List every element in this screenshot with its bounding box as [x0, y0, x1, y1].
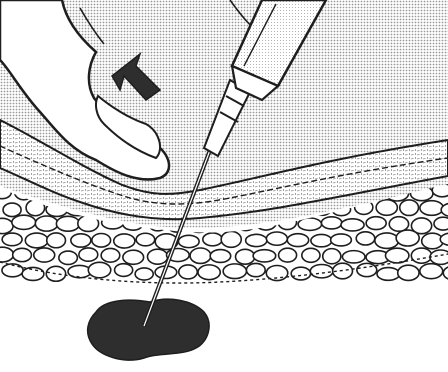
fat-cell	[56, 216, 79, 231]
fat-cell	[287, 234, 308, 247]
fat-cell	[34, 248, 55, 262]
fat-cell	[59, 251, 78, 264]
fat-cell	[136, 233, 155, 246]
fat-cell	[210, 250, 231, 263]
fat-cell	[411, 248, 431, 263]
fat-cell	[115, 264, 133, 277]
fat-cell	[375, 233, 399, 248]
fat-cell	[179, 265, 198, 279]
fat-cell	[92, 233, 111, 247]
fat-cell	[221, 231, 241, 247]
fat-cell	[291, 267, 310, 280]
fat-cell	[266, 232, 287, 245]
fat-cell	[341, 219, 364, 231]
fat-cell	[35, 216, 58, 231]
fat-cell	[323, 249, 341, 264]
fat-cell	[236, 249, 255, 264]
fat-cell	[12, 215, 36, 229]
fat-cell	[400, 200, 419, 216]
fat-cell	[3, 203, 21, 216]
fat-cell	[203, 233, 222, 246]
fat-cell	[342, 251, 365, 263]
fat-cell	[298, 218, 321, 230]
fat-cell	[123, 250, 144, 264]
fat-cell	[198, 265, 220, 280]
fat-cell	[0, 247, 13, 262]
fat-cell	[311, 234, 332, 246]
fat-cell	[366, 217, 386, 230]
fat-cell	[78, 215, 99, 231]
fat-cell	[321, 217, 341, 229]
fat-cell	[88, 262, 110, 277]
fat-cell	[147, 249, 167, 264]
fat-cell	[71, 234, 91, 247]
fat-cell	[389, 217, 408, 232]
fat-cell	[396, 230, 419, 246]
fat-cell	[376, 200, 397, 216]
fat-cell	[420, 201, 443, 216]
fat-cell	[114, 234, 135, 248]
fat-cell	[398, 265, 419, 280]
fat-cell	[190, 248, 211, 263]
fat-cell	[101, 248, 120, 262]
fat-cell	[2, 233, 22, 246]
fat-cell	[79, 248, 98, 261]
fat-cell	[13, 248, 32, 261]
fat-cell	[279, 248, 297, 262]
fat-cell	[357, 263, 377, 276]
fat-cell	[377, 268, 400, 281]
fat-cell	[434, 217, 448, 230]
fat-cell	[253, 250, 276, 262]
fat-cell	[25, 233, 48, 248]
fat-cell	[246, 263, 265, 276]
fat-cell	[356, 232, 375, 245]
fat-cell	[430, 250, 448, 264]
fat-cell	[47, 233, 66, 248]
fat-cell	[310, 265, 333, 278]
fat-cell	[0, 218, 13, 233]
fat-cell	[26, 200, 45, 216]
fat-cell	[420, 264, 443, 279]
fat-cell	[331, 234, 352, 246]
fat-cell	[246, 234, 267, 246]
fat-cell	[46, 266, 65, 281]
fat-cell	[22, 267, 44, 280]
fat-cell	[302, 248, 320, 262]
fat-cell	[223, 264, 246, 279]
fat-cell	[178, 235, 199, 247]
fat-cell	[135, 268, 153, 280]
blood-pool	[88, 299, 209, 360]
